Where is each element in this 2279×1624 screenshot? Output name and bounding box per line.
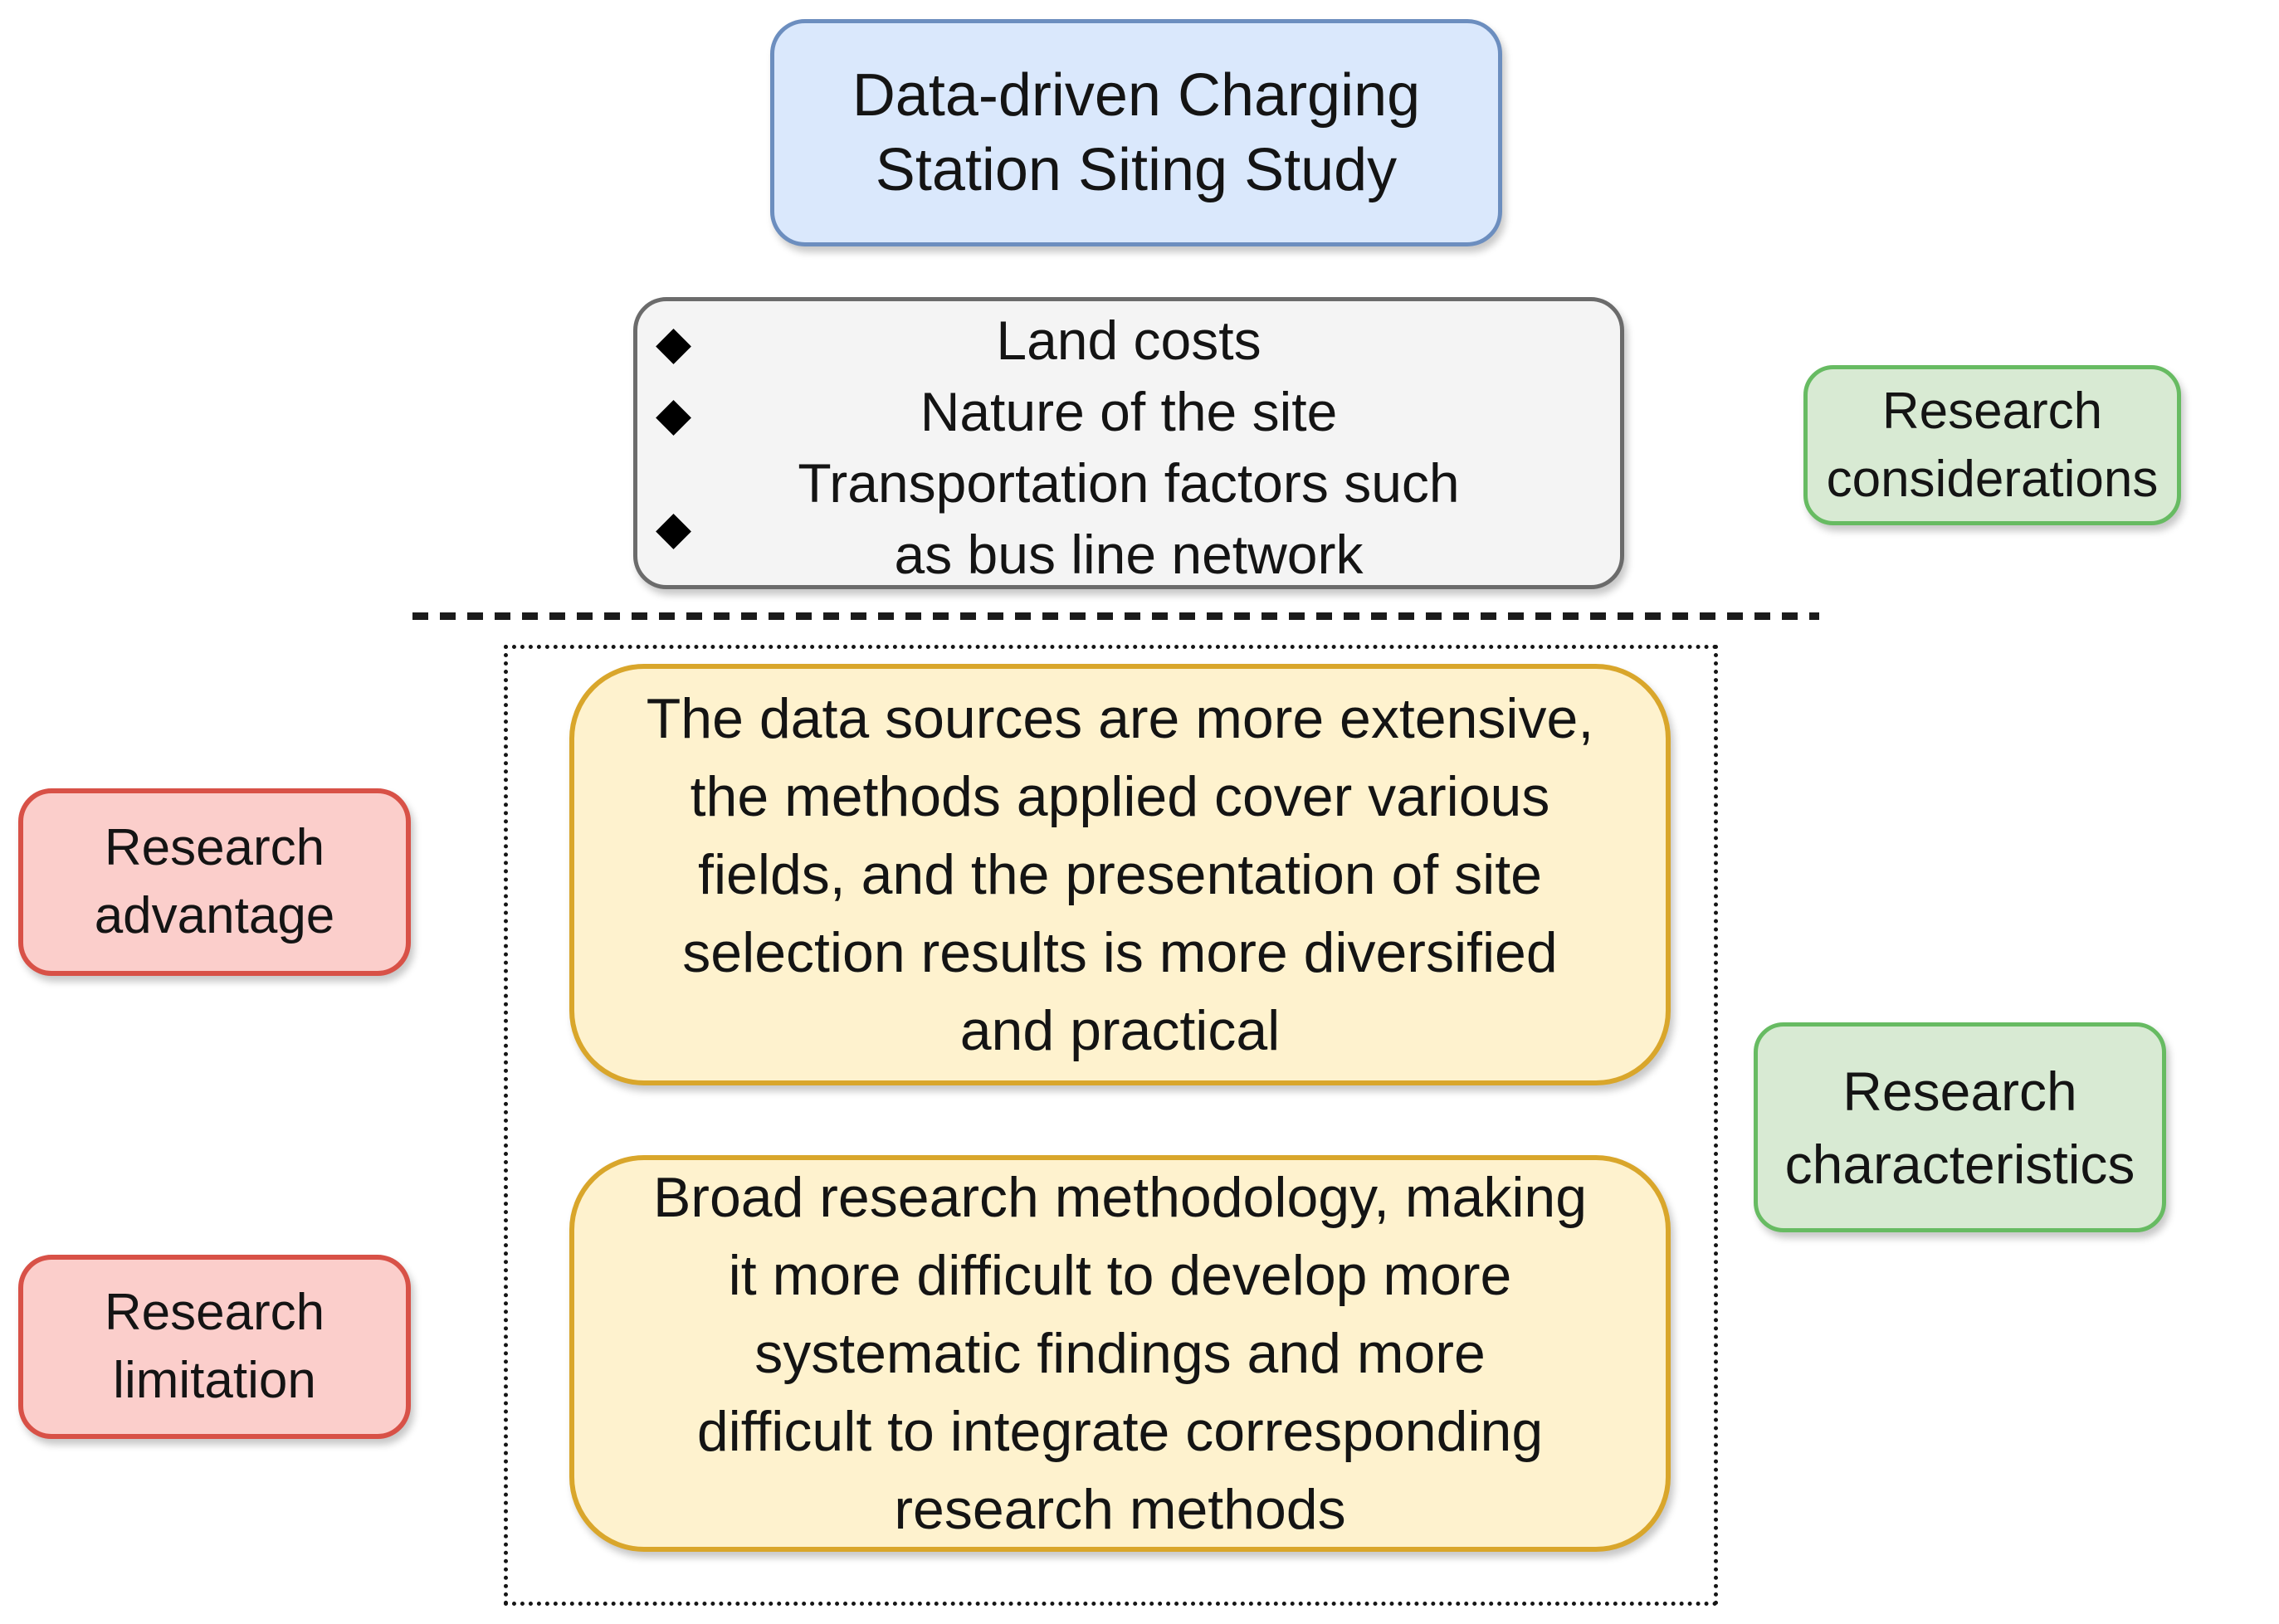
research-characteristics-label: Research characteristics bbox=[1754, 1022, 2166, 1232]
limitation-text-line: Broad research methodology, making bbox=[652, 1166, 1588, 1229]
label-line: Research bbox=[104, 1284, 325, 1341]
limitation-text-line: it more difficult to develop more bbox=[728, 1244, 1512, 1307]
label-line: Research bbox=[1881, 382, 2103, 440]
advantage-text-line: fields, and the presentation of site bbox=[698, 843, 1542, 906]
label-line: advantage bbox=[94, 887, 335, 944]
advantage-box: The data sources are more extensive, the… bbox=[569, 664, 1671, 1085]
diamond-bullet-icon: ◆ bbox=[656, 388, 692, 440]
research-considerations-label: Research considerations bbox=[1803, 365, 2181, 525]
consideration-item: as bus line network bbox=[894, 524, 1364, 585]
research-advantage-label: Research advantage bbox=[18, 788, 411, 976]
advantage-text-line: the methods applied cover various bbox=[690, 765, 1550, 828]
title-line: Station Siting Study bbox=[875, 137, 1398, 203]
diamond-bullet-icon: ◆ bbox=[656, 501, 692, 554]
limitation-text-line: difficult to integrate corresponding bbox=[696, 1400, 1544, 1463]
advantage-text-line: The data sources are more extensive, bbox=[646, 687, 1594, 750]
separator-dashed-line bbox=[412, 612, 1819, 620]
label-line: characteristics bbox=[1784, 1133, 2135, 1195]
label-line: considerations bbox=[1826, 450, 2159, 508]
consideration-item: Land costs bbox=[996, 310, 1262, 371]
advantage-text-line: and practical bbox=[959, 999, 1281, 1062]
consideration-item: Nature of the site bbox=[920, 381, 1338, 442]
title-box: Data-driven Charging Station Siting Stud… bbox=[770, 19, 1502, 246]
label-line: limitation bbox=[113, 1352, 316, 1409]
research-limitation-label: Research limitation bbox=[18, 1255, 411, 1439]
limitation-text-line: research methods bbox=[894, 1478, 1346, 1541]
limitation-text-line: systematic findings and more bbox=[754, 1322, 1486, 1385]
diamond-bullet-icon: ◆ bbox=[656, 316, 692, 368]
considerations-box: ◆ ◆ ◆ Land costs Nature of the site Tran… bbox=[633, 297, 1624, 589]
consideration-item: Transportation factors such bbox=[798, 452, 1460, 514]
advantage-text-line: selection results is more diversified bbox=[682, 921, 1558, 984]
label-line: Research bbox=[1842, 1060, 2077, 1122]
label-line: Research bbox=[104, 819, 325, 876]
title-line: Data-driven Charging bbox=[852, 62, 1421, 129]
limitation-box: Broad research methodology, making it mo… bbox=[569, 1155, 1671, 1552]
characteristics-group-outline bbox=[504, 645, 1718, 1606]
